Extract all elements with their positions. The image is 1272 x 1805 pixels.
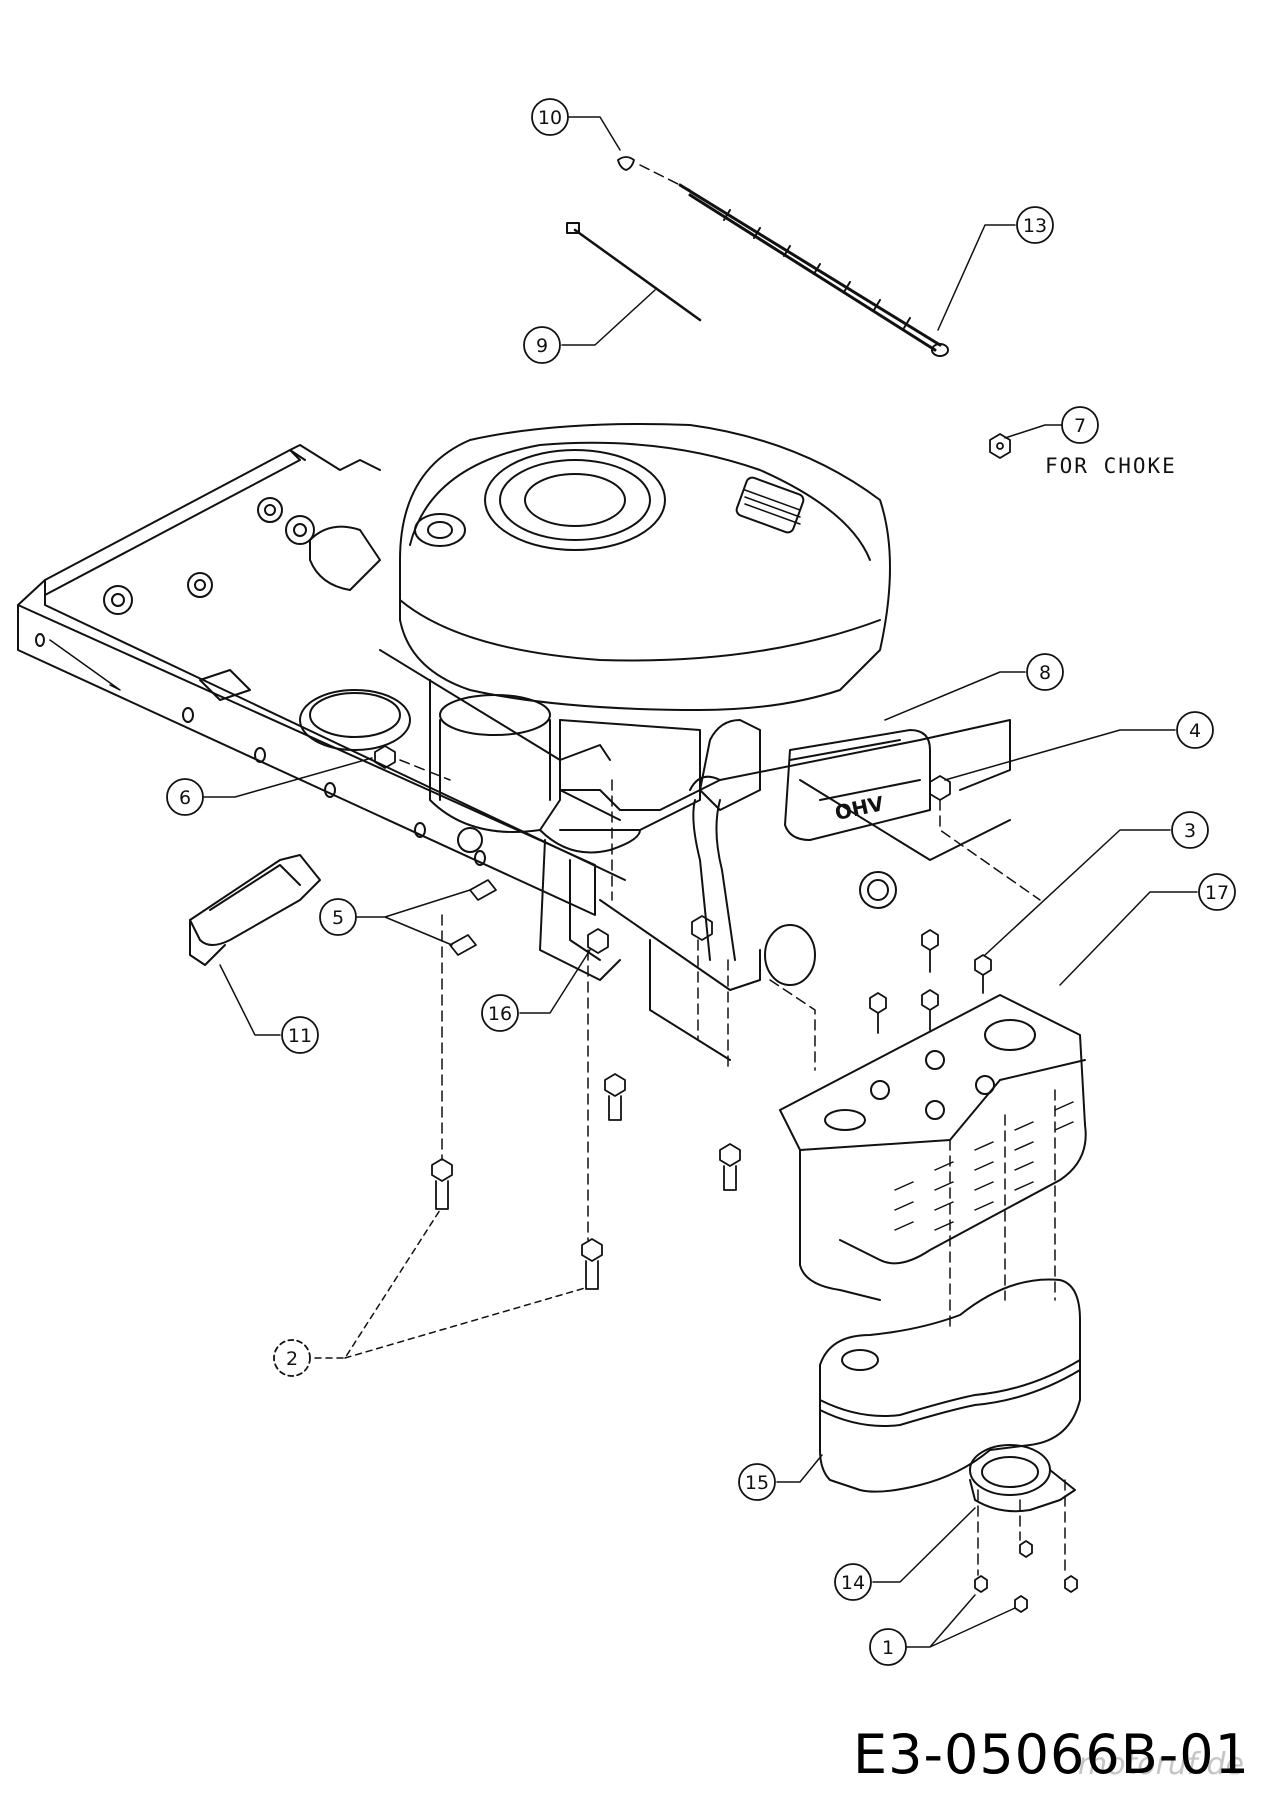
callout-14: 14 [834,1563,872,1601]
svg-text:6: 6 [179,787,191,809]
svg-text:16: 16 [488,1003,512,1025]
engine-assembly: OHV [399,423,931,961]
muffler [819,1278,1081,1493]
cable-tie [566,222,702,322]
callout-13: 13 [1016,206,1054,244]
muffler-guard [779,994,1087,1301]
callout-6: 6 [166,778,204,816]
choke-note: FOR CHOKE [1045,454,1177,478]
svg-text:15: 15 [745,1472,769,1494]
svg-text:14: 14 [841,1572,865,1594]
svg-text:8: 8 [1039,662,1051,684]
alignment-lines [399,164,1066,1576]
svg-text:7: 7 [1074,415,1086,437]
callout-11: 11 [281,1016,319,1054]
svg-text:17: 17 [1205,882,1229,904]
svg-text:4: 4 [1189,720,1201,742]
svg-text:2: 2 [286,1348,298,1370]
callout-15: 15 [738,1463,776,1501]
callout-9: 9 [523,326,561,364]
hardware-screws [374,156,1078,1613]
svg-text:1: 1 [882,1637,894,1659]
callout-3: 3 [1171,811,1209,849]
leader-lines [202,116,1198,1648]
svg-text:10: 10 [538,107,562,129]
callout-2: 2 [273,1339,311,1377]
drawing-number: E3-05066B-01 [853,1723,1250,1786]
svg-text:5: 5 [332,907,344,929]
callout-10: 10 [531,98,569,136]
callout-5: 5 [319,898,357,936]
callout-7: 7 [1061,406,1099,444]
callout-17: 17 [1198,873,1236,911]
exhaust-deflector [969,1444,1076,1513]
watermark: motoruf.de [1077,1747,1244,1782]
callout-1: 1 [869,1628,907,1666]
callout-8: 8 [1026,653,1064,691]
callout-16: 16 [481,994,519,1032]
svg-text:13: 13 [1023,215,1047,237]
svg-text:3: 3 [1184,820,1196,842]
svg-text:9: 9 [536,335,548,357]
throttle-cable [678,183,949,357]
svg-text:11: 11 [288,1025,312,1047]
callout-4: 4 [1176,711,1214,749]
heat-shield [189,854,321,966]
callouts: 10 13 9 7 8 4 3 17 6 5 11 16 2 15 14 1 [166,98,1236,1666]
